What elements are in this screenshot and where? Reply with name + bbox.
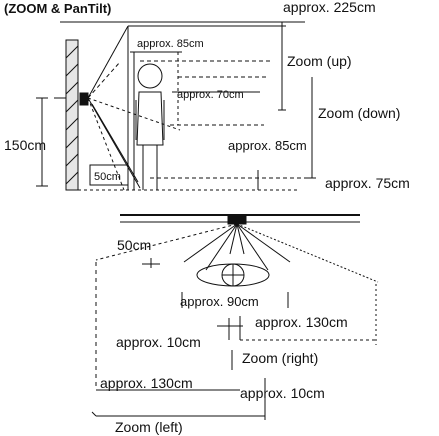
label-offset-50: 50cm [117,237,151,253]
label-height-225: approx. 225cm [283,0,376,15]
camera-side-icon [79,92,89,106]
label-right-130: approx. 130cm [255,314,348,330]
label-zoom-right: Zoom (right) [242,350,318,366]
diagram-heading: (ZOOM & PanTilt) [4,1,111,16]
label-zoom-up: Zoom (up) [287,53,352,69]
label-zoom-down: Zoom (down) [318,105,400,121]
person-head [137,63,163,89]
camera-top-icon [227,215,247,225]
label-width-90: approx. 90cm [180,294,259,309]
label-zoom-left: Zoom (left) [115,419,183,435]
label-width-70: approx. 70cm [177,89,244,101]
label-center-10-right: approx. 10cm [240,385,325,401]
side-view [36,21,316,191]
label-center-10-left: approx. 10cm [116,334,201,350]
label-wall-offset: 50cm [94,171,121,183]
person-body [136,91,164,146]
view-line-up [87,25,129,99]
wall [65,39,79,191]
wall-offset-box [89,164,129,186]
label-mount-height: 150cm [4,137,46,153]
label-width-85-top: approx. 85cm [137,38,204,50]
top-view [91,214,379,420]
label-width-85-low: approx. 85cm [228,138,307,153]
label-height-75: approx. 75cm [325,175,410,191]
label-left-130: approx. 130cm [100,375,193,391]
